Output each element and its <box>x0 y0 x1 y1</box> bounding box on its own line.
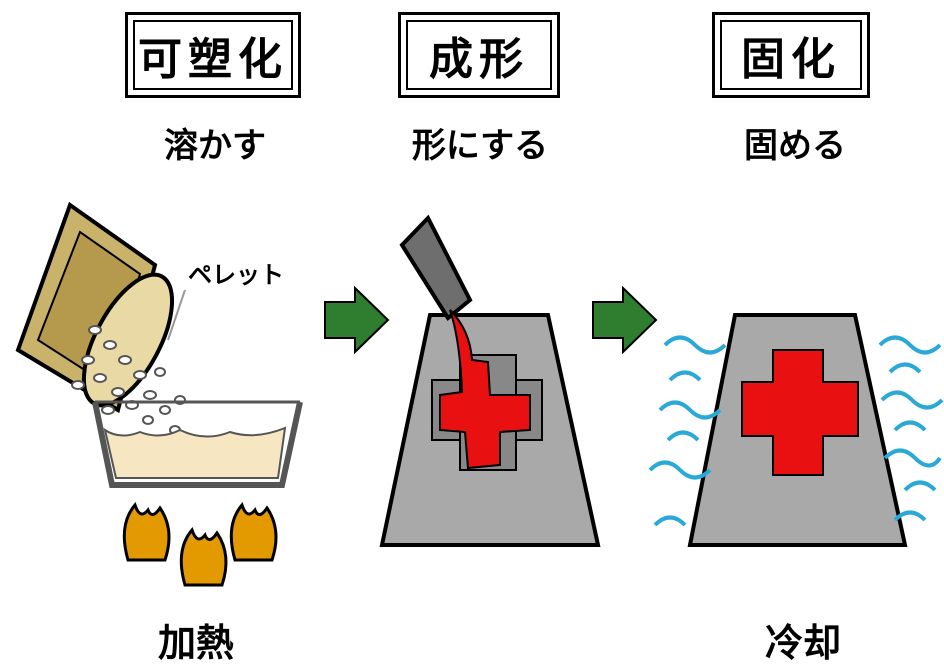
arrow-right-icon <box>324 285 390 355</box>
stage-subtitle-shape: 形にする <box>411 126 549 166</box>
stage-subtitle-melt: 溶かす <box>164 126 266 166</box>
cooled-mold-icon <box>687 313 908 547</box>
stage-subtitle-harden: 固める <box>744 126 846 166</box>
molten-resin-icon <box>439 309 531 470</box>
stage-box-molding: 成形 <box>398 12 560 98</box>
water-wave-icon <box>648 335 944 527</box>
stage-box-solidify: 固化 <box>712 12 870 98</box>
pellet-label: ペレット <box>188 261 284 289</box>
stage-title-solidify: 固化 <box>720 20 862 90</box>
pellet-bag-icon <box>15 201 175 414</box>
pellet-pointer-line <box>167 289 186 341</box>
stage-box-plasticize: 可塑化 <box>125 12 301 98</box>
melting-vat-icon <box>92 400 303 488</box>
cooling-label: 冷却 <box>765 621 842 665</box>
flame-icon <box>122 501 278 587</box>
stage-title-plasticize: 可塑化 <box>133 20 293 90</box>
heating-label: 加熱 <box>158 621 235 665</box>
stage-title-molding: 成形 <box>406 20 552 90</box>
ladle-icon <box>399 214 473 321</box>
arrow-right-icon <box>592 285 658 355</box>
pellets-icon <box>71 325 186 435</box>
